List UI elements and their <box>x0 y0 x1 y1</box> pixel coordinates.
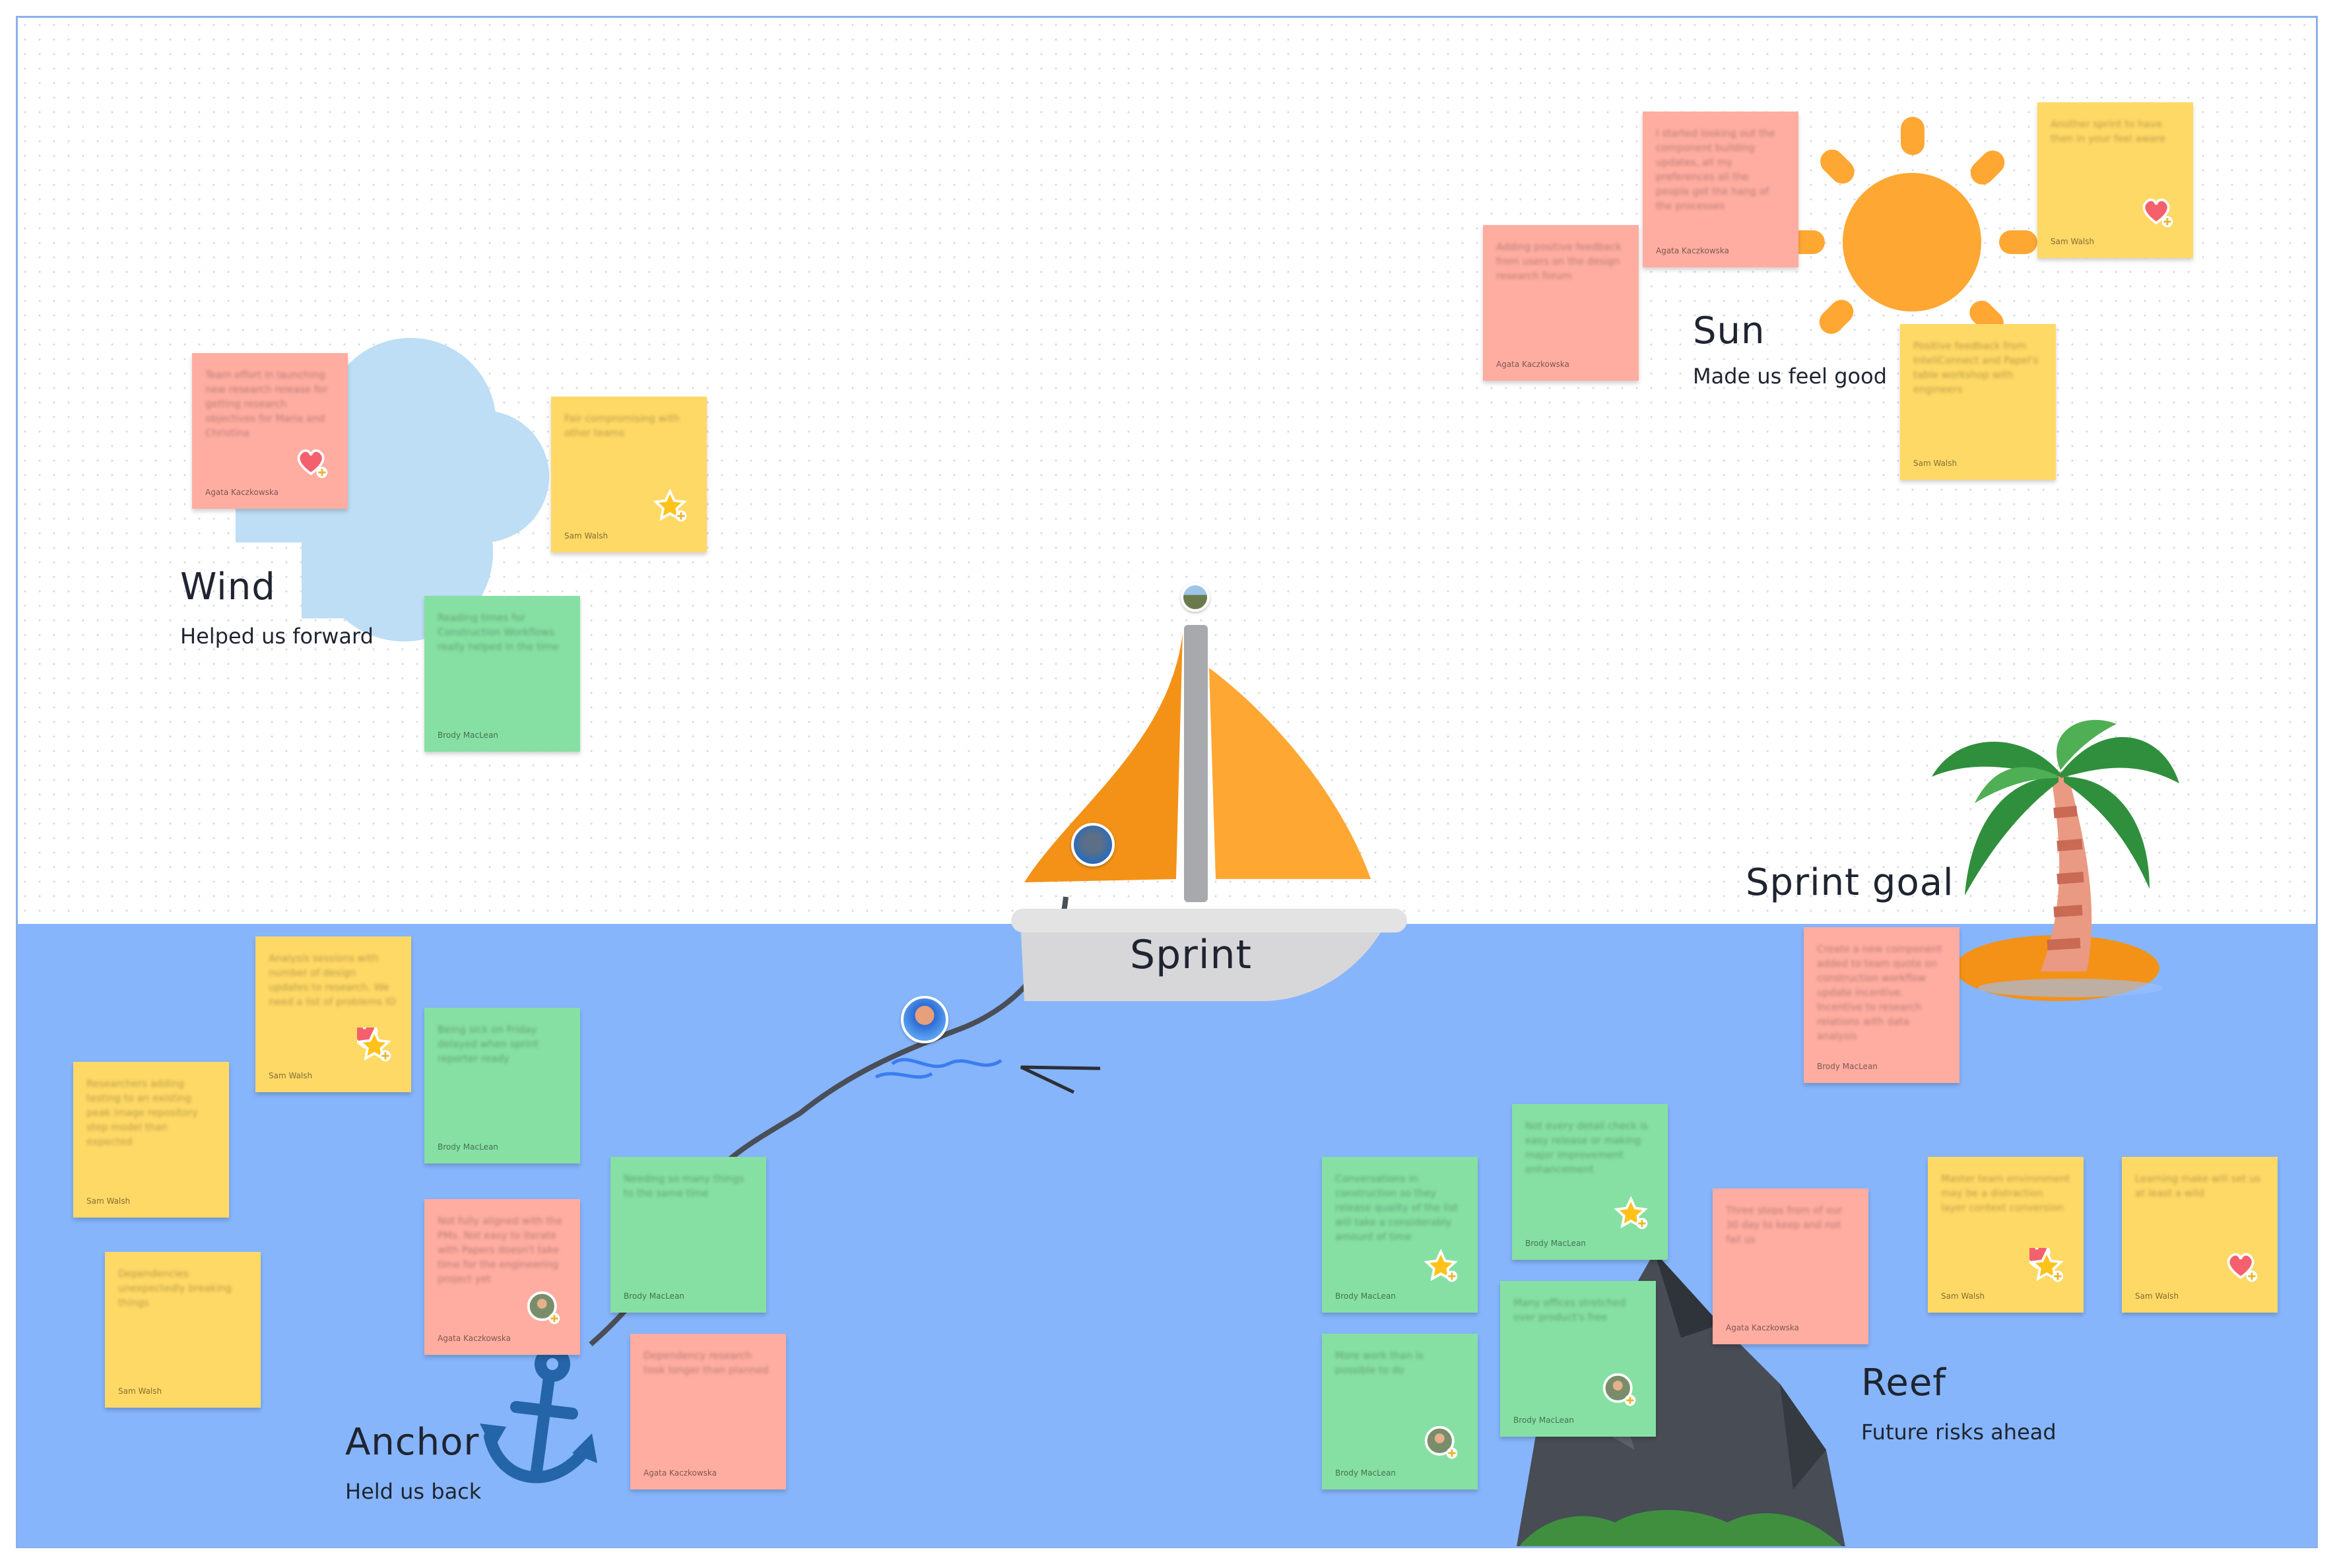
collaborator-avatar[interactable] <box>1181 583 1210 612</box>
heart-star-sticker-icon[interactable] <box>2029 1248 2066 1285</box>
sticky-note-author: Sam Walsh <box>1913 459 1957 468</box>
star-sticker-icon[interactable] <box>1614 1195 1651 1232</box>
wind-title: Wind <box>180 566 276 608</box>
sticky-note-text: Fair compromising with other teams <box>564 412 680 439</box>
sticky-note-text: Researchers adding testing to an existin… <box>86 1078 198 1148</box>
sticky-note-author: Brody MacLean <box>624 1291 684 1301</box>
sticky-note-author: Sam Walsh <box>269 1071 313 1080</box>
reef-title: Reef <box>1861 1361 1947 1404</box>
sticky-note[interactable]: Learning make will set us at least a wil… <box>2122 1157 2278 1313</box>
anchor-subtitle: Held us back <box>345 1479 482 1504</box>
sticky-note[interactable]: Conversations in construction so they re… <box>1322 1157 1478 1313</box>
sticky-note-text: Not fully aligned with the PMs. Not easy… <box>438 1215 563 1285</box>
sticky-note-author: Brody MacLean <box>1525 1239 1586 1248</box>
sticky-note-text: Adding positive feedback from users on t… <box>1496 241 1622 282</box>
wind-subtitle: Helped us forward <box>180 624 374 649</box>
sticky-note-author: Brody MacLean <box>1335 1291 1396 1301</box>
sticky-note[interactable]: Another sprint to have then in your feel… <box>2037 102 2193 258</box>
avatar-sticker-icon[interactable] <box>1424 1425 1461 1462</box>
collaborator-avatar[interactable] <box>1071 823 1115 866</box>
sticky-note[interactable]: Analysis sessions with number of design … <box>255 936 411 1092</box>
sticky-note-author: Agata Kaczkowska <box>205 488 279 497</box>
sticky-note-text: Conversations in construction so they re… <box>1335 1173 1459 1243</box>
sticky-note-text: Not every detail check is easy release o… <box>1525 1120 1648 1175</box>
sticky-note-text: Dependency research took longer than pla… <box>643 1350 769 1376</box>
sticky-note[interactable]: I started looking out the component buil… <box>1643 112 1798 267</box>
collaborator-avatar[interactable] <box>901 996 948 1043</box>
sticky-note-author: Sam Walsh <box>118 1387 162 1396</box>
sticky-note-author: Brody MacLean <box>438 1142 498 1152</box>
sticky-note[interactable]: More work than is possible to do Brody Ma… <box>1322 1334 1478 1489</box>
sticky-note-author: Sam Walsh <box>1941 1291 1985 1301</box>
sticky-note-text: Learning make will set us at least a wil… <box>2135 1173 2261 1199</box>
sticky-note-author: Brody MacLean <box>1335 1468 1396 1478</box>
anchor-title: Anchor <box>345 1421 480 1464</box>
sticky-note-text: Analysis sessions with number of design … <box>269 952 396 1008</box>
star-sticker-icon[interactable] <box>1424 1248 1461 1285</box>
sticky-note[interactable]: Three steps from of our 30 day to keep a… <box>1713 1189 1868 1344</box>
sticky-note-text: Needing so many things to the same time <box>624 1173 744 1199</box>
sticky-note[interactable]: Researchers adding testing to an existin… <box>73 1062 229 1218</box>
sticky-note-text: Reading times for Construction Workflows… <box>438 612 559 653</box>
sticky-note-text: More work than is possible to do <box>1335 1350 1424 1376</box>
sticky-note[interactable]: Team effort in launching new research re… <box>192 353 348 509</box>
palm-island-shape[interactable] <box>1919 704 2196 1034</box>
sticky-note[interactable]: Not fully aligned with the PMs. Not easy… <box>424 1199 580 1355</box>
sticky-note-text: I started looking out the component buil… <box>1656 127 1775 212</box>
sticky-note-text: Master team environment may be a distrac… <box>1941 1173 2070 1214</box>
avatar-sticker-icon[interactable] <box>526 1290 563 1327</box>
sticky-note-author: Brody MacLean <box>1513 1416 1574 1425</box>
sticky-note-author: Agata Kaczkowska <box>643 1468 717 1478</box>
sticky-note-text: Team effort in launching new research re… <box>205 369 328 439</box>
sticky-note-text: Positive feedback from InteliConnect and… <box>1913 340 2039 395</box>
sticky-note-text: Three steps from of our 30 day to keep a… <box>1726 1204 1843 1245</box>
sticky-note[interactable]: Being sick on Friday delayed when sprint… <box>424 1008 580 1163</box>
heart-sticker-icon[interactable] <box>2139 193 2176 230</box>
sticky-note-text: Create a new component added to team quo… <box>1817 943 1942 1042</box>
sticky-note[interactable]: Create a new component added to team quo… <box>1804 927 1959 1083</box>
sticky-note[interactable]: Many offices stretched over product's fr… <box>1500 1281 1656 1437</box>
sticky-note-text: Being sick on Friday delayed when sprint… <box>438 1024 539 1064</box>
sun-title: Sun <box>1693 310 1765 352</box>
sun-subtitle: Made us feel good <box>1693 364 1887 389</box>
sticky-note-author: Agata Kaczkowska <box>1496 360 1569 369</box>
sticky-note-text: Many offices stretched over product's fr… <box>1513 1297 1626 1323</box>
heart-star-sticker-icon[interactable] <box>357 1028 394 1064</box>
heart-sticker-icon[interactable] <box>2223 1248 2260 1285</box>
sticky-note-author: Sam Walsh <box>2135 1291 2179 1301</box>
anchor-icon[interactable] <box>480 1344 599 1496</box>
sticky-note-author: Sam Walsh <box>86 1196 131 1206</box>
sticky-note-text: Dependencies unexpectedly breaking thing… <box>118 1268 232 1309</box>
sticky-note-author: Sam Walsh <box>564 531 608 540</box>
sticky-note[interactable]: Dependency research took longer than pla… <box>630 1334 786 1489</box>
sticky-note[interactable]: Adding positive feedback from users on t… <box>1483 225 1639 381</box>
sticky-note[interactable]: Reading times for Construction Workflows… <box>424 596 580 752</box>
sticky-note[interactable]: Dependencies unexpectedly breaking thing… <box>105 1252 261 1408</box>
sticky-note-author: Agata Kaczkowska <box>438 1334 511 1343</box>
sticky-note[interactable]: Not every detail check is easy release o… <box>1512 1104 1668 1260</box>
sprint-goal-title: Sprint goal <box>1746 861 1954 904</box>
star-sticker-icon[interactable] <box>653 488 690 525</box>
sailboat-shape[interactable] <box>998 585 1420 1008</box>
avatar-sticker-icon[interactable] <box>1602 1372 1639 1409</box>
sticky-note-author: Sam Walsh <box>2051 237 2095 246</box>
boat-label: Sprint <box>1130 932 1253 978</box>
sticky-note[interactable]: Positive feedback from InteliConnect and… <box>1900 324 2056 480</box>
heart-sticker-icon[interactable] <box>294 444 331 481</box>
whiteboard-canvas[interactable]: Sprint Wind Helped us forward Sun Made u… <box>16 16 2318 1548</box>
sticky-note-author: Agata Kaczkowska <box>1726 1323 1799 1332</box>
sticky-note-author: Brody MacLean <box>1817 1062 1878 1071</box>
sticky-note[interactable]: Master team environment may be a distrac… <box>1928 1157 2084 1313</box>
sticky-note-author: Brody MacLean <box>438 731 498 740</box>
sticky-note-text: Another sprint to have then in your feel… <box>2051 118 2166 145</box>
sticky-note-author: Agata Kaczkowska <box>1656 246 1729 255</box>
reef-subtitle: Future risks ahead <box>1861 1420 2056 1445</box>
